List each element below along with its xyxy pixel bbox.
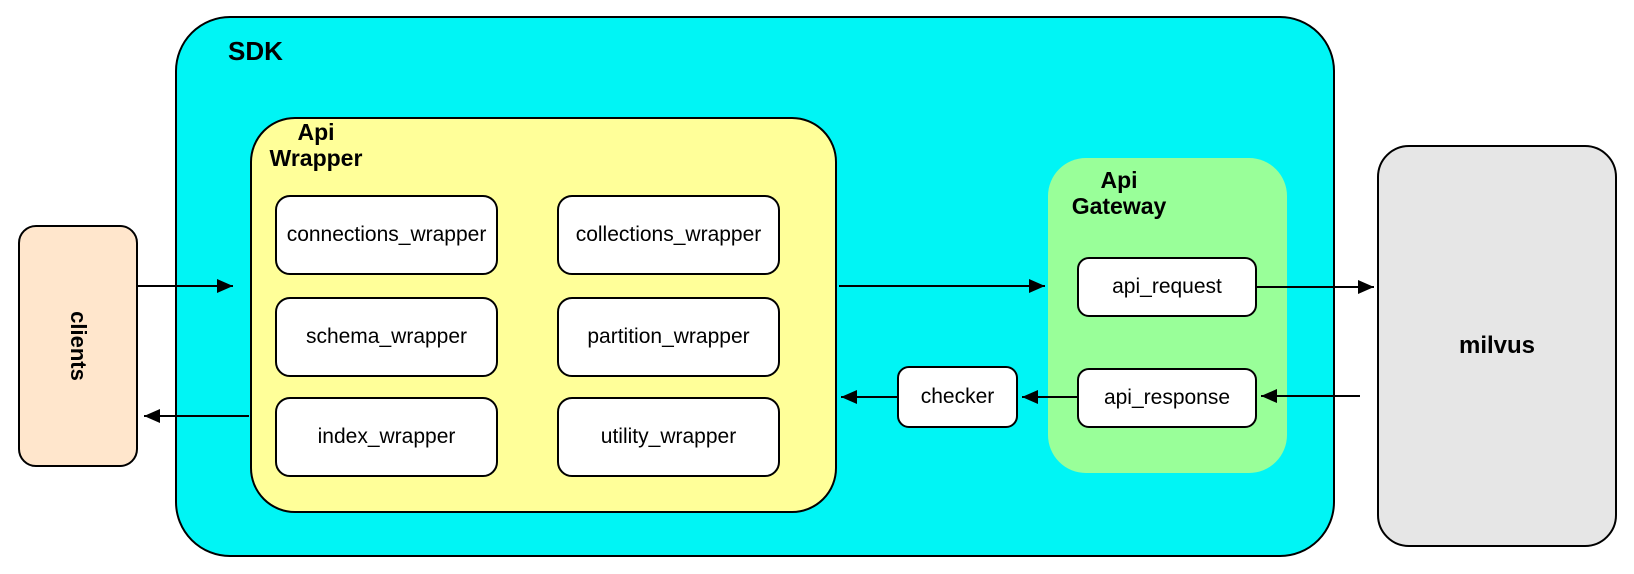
- api-gateway-label-line1: Api: [1100, 167, 1138, 193]
- utility-wrapper-box: utility_wrapper: [557, 397, 780, 477]
- api-response-box: api_response: [1077, 368, 1257, 428]
- utility-wrapper-label: utility_wrapper: [600, 425, 737, 448]
- connections-wrapper-label: connections_wrapper: [286, 223, 487, 246]
- schema-wrapper-label: schema_wrapper: [305, 325, 468, 348]
- checker-label: checker: [920, 385, 995, 408]
- clients-box: clients: [18, 225, 138, 467]
- api-gateway-label-line2: Gateway: [1071, 193, 1167, 219]
- sdk-label: SDK: [228, 36, 283, 66]
- api-wrapper-label: Api Wrapper: [246, 119, 386, 171]
- api-response-label: api_response: [1103, 386, 1231, 409]
- api-wrapper-label-line1: Api: [297, 119, 335, 145]
- index-wrapper-box: index_wrapper: [275, 397, 498, 477]
- api-request-label: api_request: [1112, 275, 1222, 298]
- partition-wrapper-label: partition_wrapper: [587, 325, 750, 348]
- connections-wrapper-box: connections_wrapper: [275, 195, 498, 275]
- api-wrapper-label-line2: Wrapper: [269, 145, 363, 171]
- schema-wrapper-box: schema_wrapper: [275, 297, 498, 377]
- collections-wrapper-label: collections_wrapper: [575, 223, 762, 246]
- api-gateway-label: Api Gateway: [1049, 167, 1189, 219]
- milvus-label: milvus: [1458, 332, 1536, 359]
- partition-wrapper-box: partition_wrapper: [557, 297, 780, 377]
- milvus-box: milvus: [1377, 145, 1617, 547]
- api-request-box: api_request: [1077, 257, 1257, 317]
- clients-label: clients: [65, 311, 91, 381]
- collections-wrapper-box: collections_wrapper: [557, 195, 780, 275]
- checker-box: checker: [897, 366, 1018, 428]
- index-wrapper-label: index_wrapper: [317, 425, 456, 448]
